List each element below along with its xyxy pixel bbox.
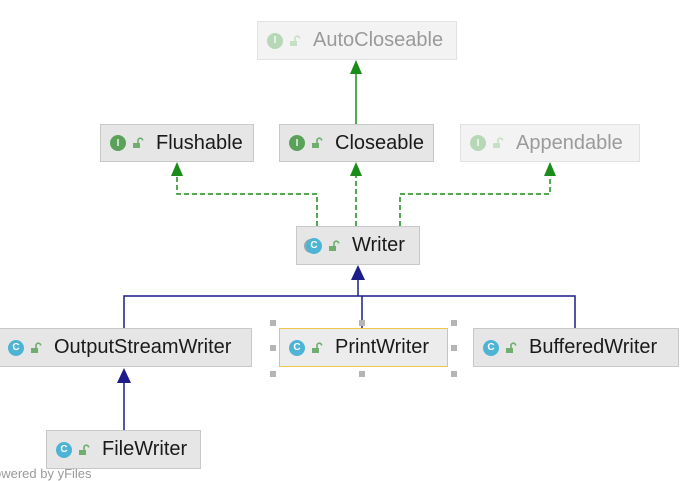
- arrow-head-appendable: [544, 162, 556, 176]
- node-label: AutoCloseable: [313, 29, 444, 51]
- node-filewriter[interactable]: C FileWriter: [46, 430, 201, 469]
- class-icon: C: [8, 339, 24, 356]
- unlock-icon: [312, 341, 323, 353]
- node-outputstreamwriter[interactable]: C OutputStreamWriter: [0, 328, 252, 367]
- interface-icon: I: [289, 135, 305, 151]
- selection-handle-bottom-right[interactable]: [451, 371, 457, 377]
- yfiles-watermark: owered by yFiles: [0, 466, 92, 481]
- unlock-icon: [312, 137, 323, 148]
- node-writer[interactable]: C Writer: [296, 226, 420, 265]
- node-label: Flushable: [156, 131, 243, 154]
- unlock-icon: [133, 137, 144, 148]
- edge-writer-flushable: [176, 176, 318, 226]
- arrow-head-closeable: [350, 162, 362, 176]
- node-label: PrintWriter: [335, 336, 430, 358]
- node-label: Closeable: [335, 131, 424, 154]
- edge-writer-appendable: [399, 176, 551, 226]
- class-icon: C: [483, 339, 499, 356]
- node-label: BufferedWriter: [529, 336, 658, 358]
- node-bufferedwriter[interactable]: C BufferedWriter: [473, 328, 679, 367]
- arrow-head-writer: [351, 265, 365, 280]
- node-flushable[interactable]: I Flushable: [100, 124, 254, 162]
- node-autocloseable[interactable]: I AutoCloseable: [257, 21, 457, 60]
- unlock-icon: [79, 443, 90, 455]
- unlock-icon: [290, 34, 301, 46]
- class-icon: C: [56, 441, 72, 458]
- node-label: Appendable: [516, 131, 623, 154]
- unlock-icon: [329, 239, 340, 251]
- node-label: OutputStreamWriter: [54, 336, 232, 358]
- selection-handle-top-right[interactable]: [451, 320, 457, 326]
- arrow-head-flushable: [171, 162, 183, 176]
- node-appendable[interactable]: I Appendable: [460, 124, 640, 162]
- abstract-class-icon: C: [306, 237, 322, 254]
- node-printwriter[interactable]: C PrintWriter: [279, 328, 448, 367]
- interface-icon: I: [470, 135, 486, 151]
- unlock-icon: [506, 341, 517, 353]
- selection-handle-bottom-center[interactable]: [359, 371, 365, 377]
- node-closeable[interactable]: I Closeable: [279, 124, 434, 162]
- edge-bufferedwriter-writer: [358, 295, 576, 328]
- node-label: Writer: [352, 234, 405, 256]
- node-label: FileWriter: [102, 438, 188, 460]
- class-icon: C: [289, 339, 305, 356]
- selection-handle-middle-left[interactable]: [270, 345, 276, 351]
- selection-handle-top-center[interactable]: [359, 320, 365, 326]
- edge-outputstreamwriter-writer: [123, 295, 358, 328]
- interface-icon: I: [110, 135, 126, 151]
- arrow-head-outputstreamwriter: [117, 368, 131, 383]
- selection-handle-top-left[interactable]: [270, 320, 276, 326]
- arrow-head-autocloseable: [350, 60, 362, 74]
- unlock-icon: [493, 137, 504, 148]
- interface-icon: I: [267, 32, 283, 49]
- selection-handle-bottom-left[interactable]: [270, 371, 276, 377]
- selection-handle-middle-right[interactable]: [451, 345, 457, 351]
- unlock-icon: [31, 341, 42, 353]
